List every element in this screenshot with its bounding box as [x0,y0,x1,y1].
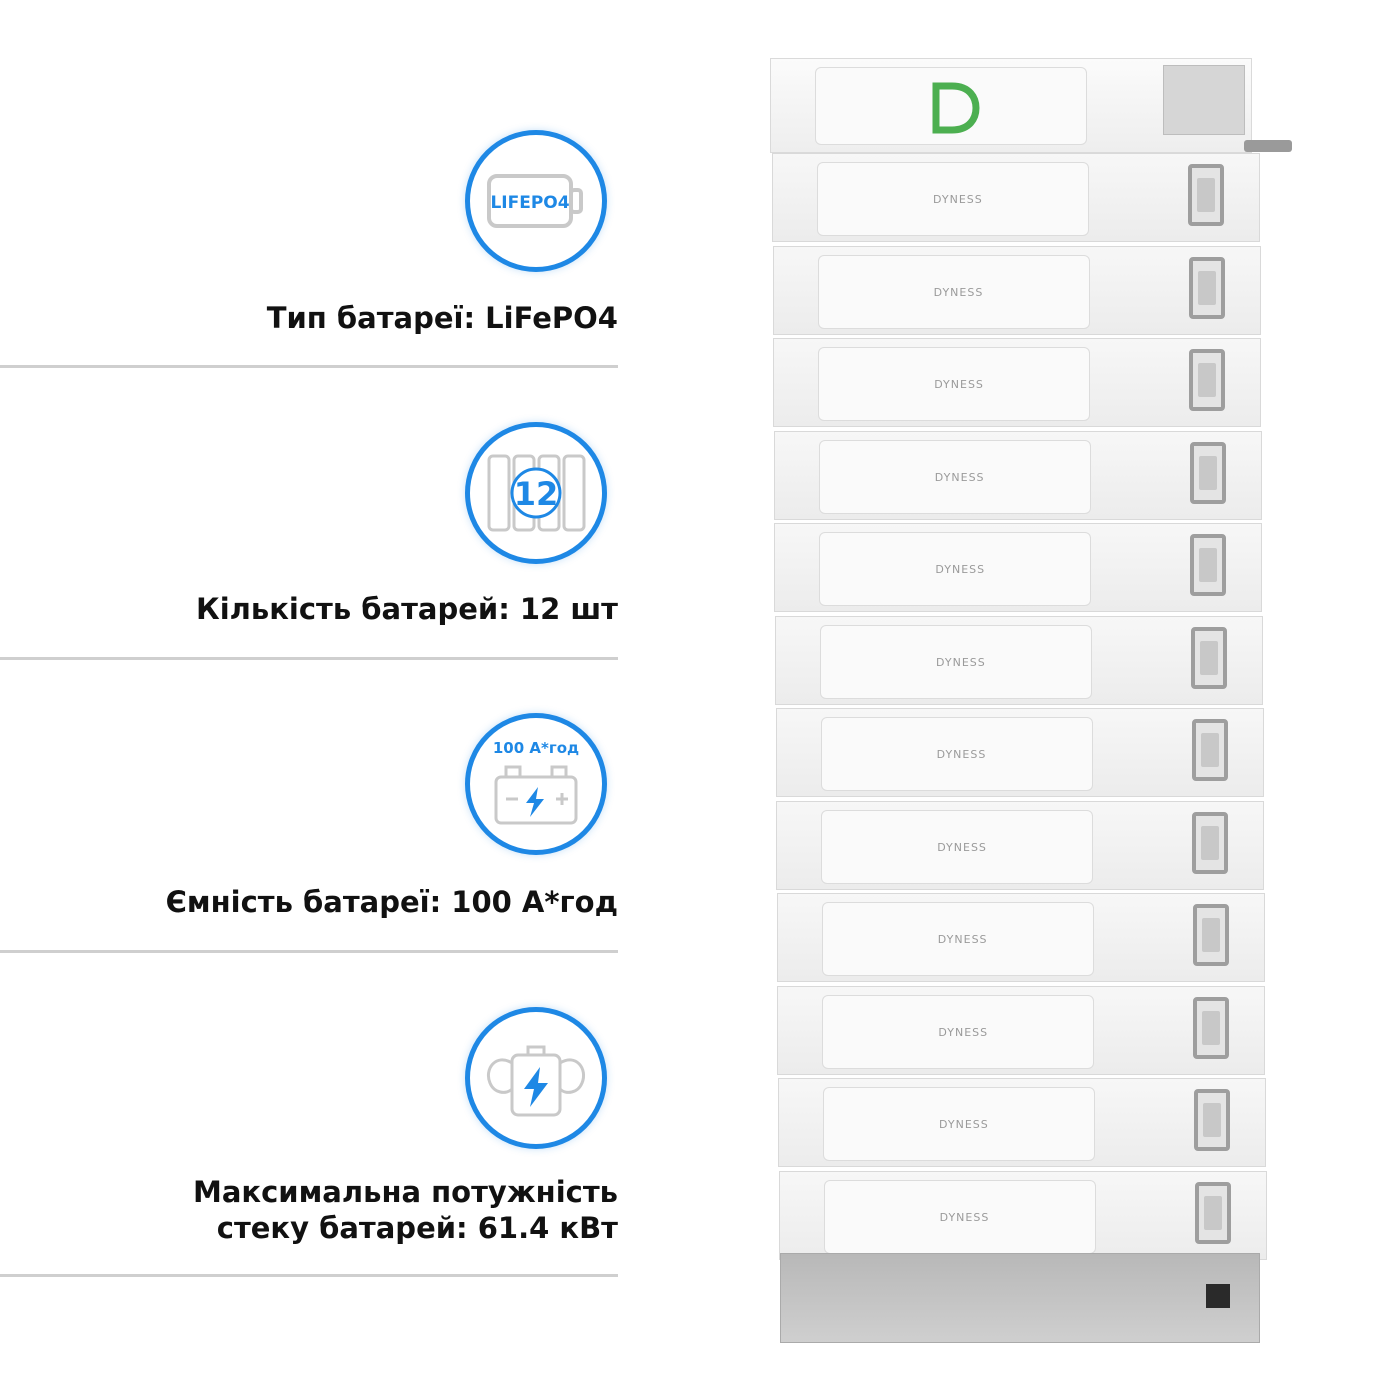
module-handle-icon [1188,256,1225,319]
car-battery-icon: 100 А*год [465,713,607,855]
battery-count-label: Кількість батарей: 12 шт [196,592,618,626]
battery-module: DYNESS [778,1170,1267,1260]
module-brand: DYNESS [934,378,984,391]
module-handle-icon [1191,626,1227,689]
module-brand: DYNESS [937,933,988,946]
battery-module: DYNESS [772,245,1261,335]
module-handle-icon [1189,441,1226,504]
max-power-label-line2: стеку батарей: 61.4 кВт [216,1211,618,1245]
battery-module: DYNESS [773,430,1262,520]
module-brand: DYNESS [933,193,983,206]
module-front-panel: DYNESS [817,162,1089,236]
module-front-panel: DYNESS [823,1179,1096,1254]
power-switch-icon [1206,1284,1230,1308]
max-power-label-line1: Максимальна потужність [192,1175,618,1209]
module-handle-icon [1194,1089,1230,1151]
module-front-panel: DYNESS [817,254,1090,329]
svg-text:12: 12 [514,475,559,513]
module-front-panel: DYNESS [821,902,1094,976]
battery-cells-icon: 12 [465,422,607,564]
module-brand: DYNESS [934,470,985,484]
module-brand: DYNESS [938,1025,989,1039]
battery-capacity-label: Ємність батареї: 100 А*год [165,885,618,919]
connector-ports [1163,65,1245,135]
module-brand: DYNESS [935,563,986,576]
battery-module: DYNESS [776,800,1265,890]
module-handle-icon [1191,719,1228,781]
lifepo4-battery-icon: LIFEPO4 [465,130,607,272]
bms-controller-module [770,58,1252,153]
battery-module: DYNESS [773,338,1262,427]
dyness-logo [932,82,980,134]
battery-module: DYNESS [777,985,1266,1075]
module-handle-icon [1188,164,1224,226]
battery-stack-image: DYNESS DYNESS DYNESS DYNESS DYNESS DYNESS DYNE… [770,58,1295,1343]
divider [0,657,618,660]
module-front-panel: DYNESS [821,809,1094,884]
battery-module: DYNESS [774,523,1263,612]
module-front-panel: DYNESS [823,1087,1095,1161]
svg-text:LIFEPO4: LIFEPO4 [490,193,569,213]
svg-text:100 А*год: 100 А*год [493,739,579,757]
module-handle-icon [1190,534,1227,596]
divider [0,1274,618,1277]
battery-module: DYNESS [772,153,1260,242]
front-panel [815,67,1087,145]
stack-base [780,1253,1260,1343]
module-brand: DYNESS [933,285,984,299]
module-brand: DYNESS [936,655,986,669]
divider [0,950,618,953]
battery-module: DYNESS [775,708,1264,797]
battery-type-label: Тип батареї: LiFePO4 [266,301,618,335]
module-front-panel: DYNESS [820,717,1093,791]
module-brand: DYNESS [936,748,987,761]
battery-module: DYNESS [778,1078,1266,1167]
module-handle-icon [1193,996,1230,1059]
module-handle-icon [1192,811,1229,874]
module-front-panel: DYNESS [820,624,1092,699]
cable [1244,140,1292,152]
module-handle-icon [1192,904,1229,966]
module-handle-icon [1194,1181,1231,1244]
module-brand: DYNESS [937,840,987,854]
module-front-panel: DYNESS [818,439,1091,514]
module-front-panel: DYNESS [822,994,1095,1069]
divider [0,365,618,368]
module-brand: DYNESS [939,1210,990,1224]
module-front-panel: DYNESS [818,347,1091,421]
battery-module: DYNESS [775,615,1263,705]
battery-module: DYNESS [776,893,1265,982]
module-handle-icon [1189,349,1226,411]
module-front-panel: DYNESS [819,532,1092,606]
power-battery-icon [465,1007,607,1149]
module-brand: DYNESS [939,1118,989,1131]
